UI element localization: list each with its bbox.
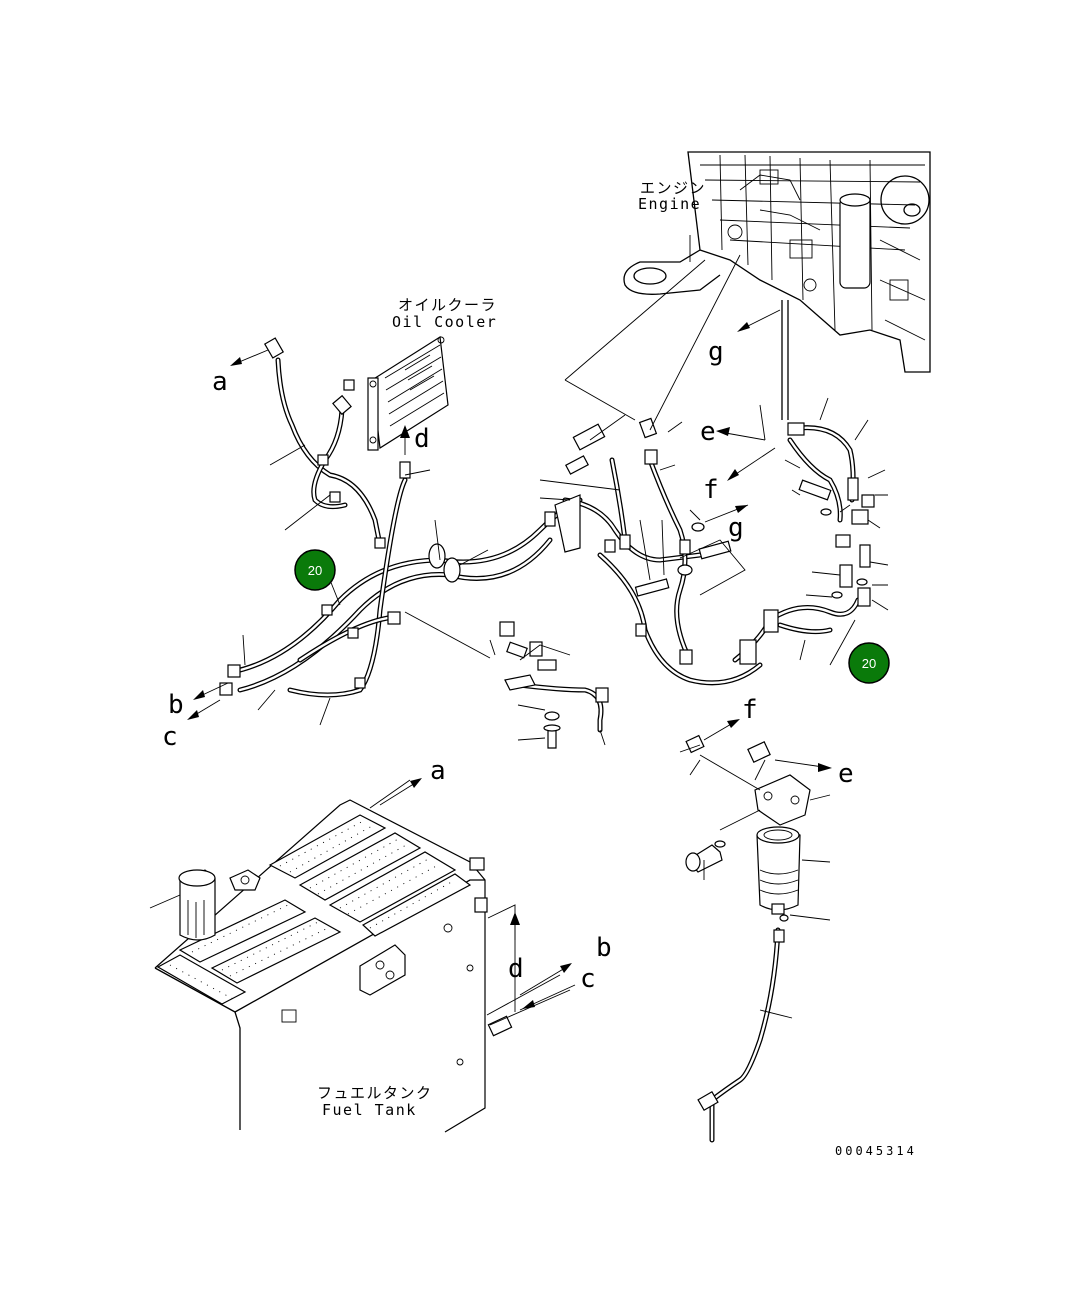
letter-a-bottom: a: [430, 756, 446, 786]
connection-arrows: [187, 309, 832, 1011]
fuel-tank-label-en: Fuel Tank: [322, 1101, 417, 1119]
letter-e-bottom: e: [838, 759, 854, 789]
letter-c-bottom: c: [580, 964, 596, 994]
letter-a-top: a: [212, 367, 228, 397]
badge-right-label: 20: [862, 656, 876, 671]
letter-g-mid: g: [728, 513, 744, 543]
tank-filler-strainer: [178, 869, 261, 941]
letter-d-top: d: [414, 424, 430, 454]
badge-left[interactable]: 20: [294, 549, 336, 591]
letter-g-top: g: [708, 337, 724, 367]
letter-f-top: f: [703, 475, 719, 505]
letter-d-bottom: d: [508, 954, 524, 984]
oil-cooler: オイルクーラ Oil Cooler: [367, 296, 497, 451]
fuel-tank-label-jp: フュエルタンク: [317, 1084, 433, 1102]
badge-left-label: 20: [308, 563, 322, 578]
engine-label-en: Engine: [638, 195, 701, 213]
fuel-tank: フュエルタンク Fuel Tank: [154, 799, 513, 1133]
fittings: [219, 337, 875, 749]
connection-letters: a b c d e f g g f e a d b c: [162, 337, 854, 994]
engine-assembly: エンジン Engine: [623, 151, 931, 373]
engine-label-jp: エンジン: [640, 179, 706, 197]
leader-lines: [149, 254, 889, 1026]
letter-c-left: c: [162, 722, 178, 752]
letter-f-bottom: f: [742, 695, 758, 725]
letter-b-bottom: b: [596, 933, 612, 963]
letter-e-top: e: [700, 417, 716, 447]
drawing-number: 00045314: [835, 1144, 917, 1158]
tank-top-panels: [156, 814, 472, 1005]
badge-right[interactable]: 20: [848, 642, 890, 684]
fuel-filter: [685, 734, 811, 1112]
oil-cooler-label-jp: オイルクーラ: [398, 296, 497, 314]
oil-cooler-label-en: Oil Cooler: [392, 313, 497, 331]
letter-b-left: b: [168, 690, 184, 720]
